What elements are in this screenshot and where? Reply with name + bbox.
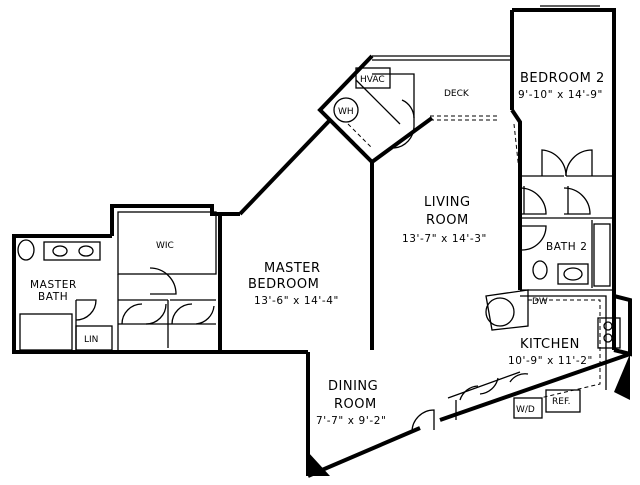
master-bedroom-label-line2: BEDROOM <box>248 277 319 292</box>
bedroom2-label: BEDROOM 2 <box>520 71 605 86</box>
kitchen-dims: 10'-9" x 11'-2" <box>508 355 593 367</box>
living-room-dims: 13'-7" x 14'-3" <box>402 233 487 245</box>
kitchen-label: KITCHEN <box>520 337 580 352</box>
living-room-label-line2: ROOM <box>426 213 469 228</box>
wh-label: WH <box>338 107 354 117</box>
dishwasher-label: DW <box>532 297 548 307</box>
master-bath-label-line2: BATH <box>38 291 68 303</box>
corner-fill <box>308 452 330 476</box>
fixtures <box>17 67 613 343</box>
corner-fill <box>614 354 630 400</box>
door-openings <box>341 115 521 181</box>
hvac-label: HVAC <box>360 75 385 85</box>
living-room-label-line1: LIVING <box>424 195 471 210</box>
washer-dryer-label: W/D <box>516 405 535 415</box>
master-bath-label-line1: MASTER <box>30 279 77 291</box>
wic-label: WIC <box>156 241 174 251</box>
master-bedroom-label-line1: MASTER <box>264 261 321 276</box>
deck-label: DECK <box>444 89 470 99</box>
interior-walls <box>19 73 621 420</box>
dining-room-dims: 7'-7" x 9'-2" <box>316 415 386 427</box>
bedroom2-dims: 9'-10" x 14'-9" <box>518 89 603 101</box>
master-bedroom-dims: 13'-6" x 14'-4" <box>254 295 339 307</box>
door-swings <box>75 99 593 433</box>
refrigerator-label: REF. <box>552 397 571 407</box>
linen-label: LIN <box>84 335 98 345</box>
dining-room-label-line1: DINING <box>328 379 378 394</box>
bath2-label: BATH 2 <box>546 241 588 253</box>
dining-room-label-line2: ROOM <box>334 397 377 412</box>
